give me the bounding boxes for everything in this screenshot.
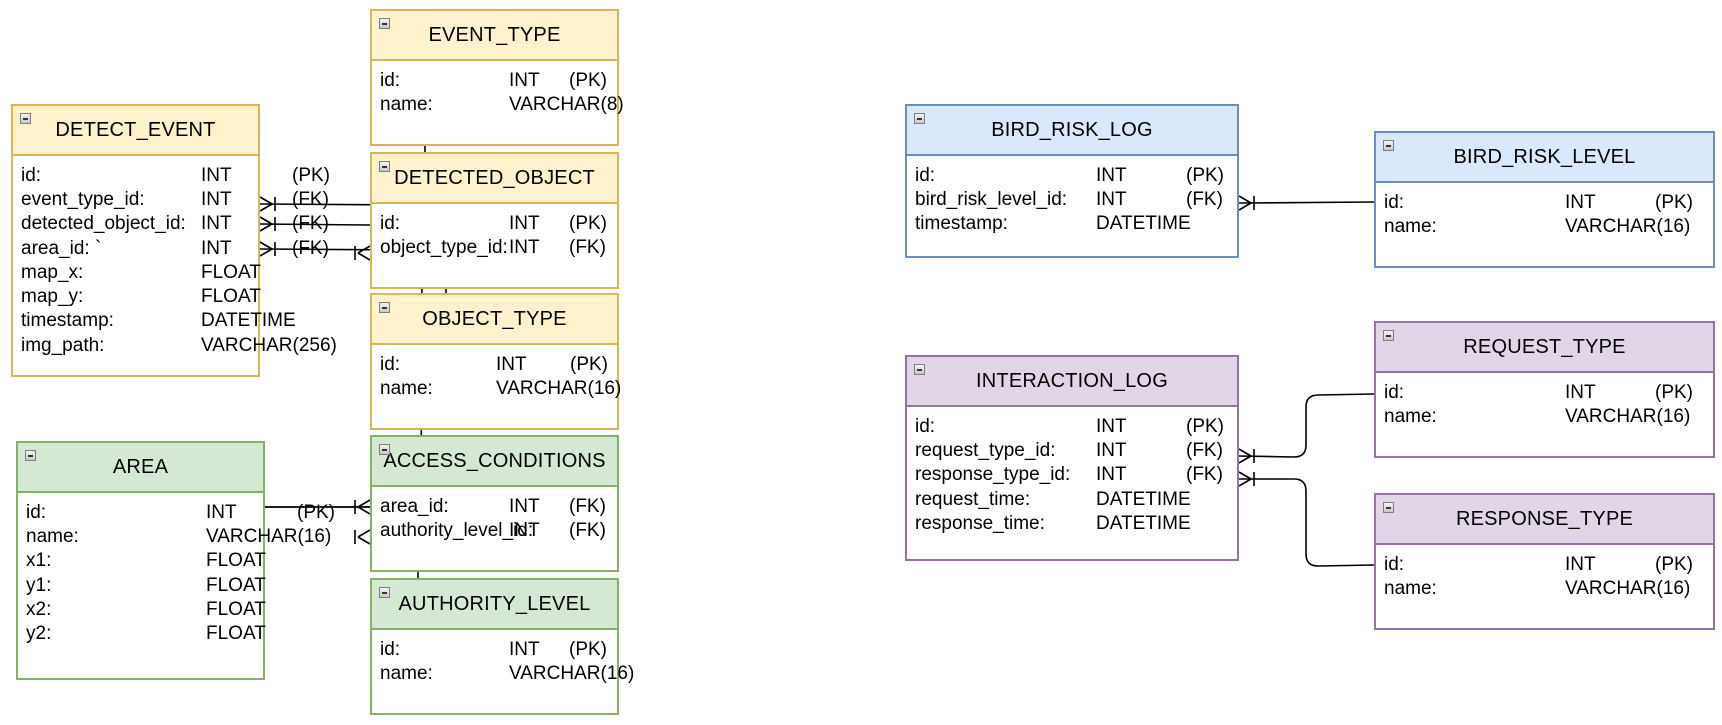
crowfoot-detected-object xyxy=(354,245,371,261)
field-row: map_y:FLOAT xyxy=(21,285,261,307)
collapse-icon[interactable] xyxy=(379,18,390,29)
field-row: name:VARCHAR(16) xyxy=(1384,578,1691,600)
entity-authority-level[interactable]: AUTHORITY_LEVEL id:INT(PK) name:VARCHAR(… xyxy=(370,578,635,715)
field-row: name:VARCHAR(16) xyxy=(1384,406,1691,428)
field-row: object_type_id:INT(FK) xyxy=(380,237,606,259)
crowfoot-interaction-response xyxy=(1238,471,1255,487)
crowfoot-bird-risk-log xyxy=(1238,195,1255,211)
crowfoot-detect-event-area xyxy=(259,241,276,257)
field-row: map_x:FLOAT xyxy=(21,261,261,283)
field-row: timestamp:DATETIME xyxy=(915,213,1191,235)
collapse-icon[interactable] xyxy=(20,113,31,124)
field-row: y1:FLOAT xyxy=(26,574,266,596)
edge-bird-risk-log-to-bird-risk-level xyxy=(1238,201,1375,204)
field-row: area_id:INT(FK) xyxy=(380,496,606,517)
field-row: x1:FLOAT xyxy=(26,550,266,572)
field-row: name:VARCHAR(16) xyxy=(380,663,635,685)
field-row: request_type_id:INT(FK) xyxy=(915,440,1223,462)
entity-title: ACCESS_CONDITIONS xyxy=(383,449,606,472)
entity-title: AREA xyxy=(112,455,169,478)
entity-title: AUTHORITY_LEVEL xyxy=(398,592,591,615)
field-row: id:INT(PK) xyxy=(1384,382,1693,403)
field-row: response_time:DATETIME xyxy=(915,512,1191,534)
field-row: response_type_id:INT(FK) xyxy=(915,464,1223,486)
entity-response-type[interactable]: RESPONSE_TYPE id:INT(PK) name:VARCHAR(16… xyxy=(1374,493,1715,630)
collapse-icon[interactable] xyxy=(379,587,390,598)
field-row: name:VARCHAR(16) xyxy=(1384,216,1691,238)
collapse-icon[interactable] xyxy=(379,161,390,172)
collapse-icon[interactable] xyxy=(1383,140,1394,151)
crowfoot-access-conditions-area xyxy=(354,499,371,515)
field-row: id:INT(PK) xyxy=(1384,554,1693,575)
field-row: name:VARCHAR(8) xyxy=(380,94,624,116)
field-row: id:INT(PK) xyxy=(380,70,607,91)
field-row: id:INT(PK) xyxy=(380,213,607,234)
entity-title: RESPONSE_TYPE xyxy=(1455,507,1634,530)
field-row: id:INT(PK) xyxy=(21,165,330,186)
field-row: id:INT(PK) xyxy=(1384,192,1693,213)
field-row: timestamp:DATETIME xyxy=(21,310,296,332)
entity-access-conditions[interactable]: ACCESS_CONDITIONS area_id:INT(FK) author… xyxy=(370,435,619,572)
field-row: y2:FLOAT xyxy=(26,622,266,644)
collapse-icon[interactable] xyxy=(25,450,36,461)
entity-event-type[interactable]: EVENT_TYPE id:INT(PK) name:VARCHAR(8) xyxy=(370,9,624,146)
field-row: id:INT(PK) xyxy=(915,165,1224,186)
field-row: id:INT(PK) xyxy=(380,354,608,375)
field-row: x2:FLOAT xyxy=(26,598,266,620)
entity-detect-event[interactable]: DETECT_EVENT id:INT(PK) event_type_id:IN… xyxy=(11,104,337,377)
edge-interaction-log-to-request-type xyxy=(1238,393,1375,458)
field-row: id:INT(PK) xyxy=(380,639,607,660)
entity-title: OBJECT_TYPE xyxy=(422,307,567,330)
field-row: id:INT(PK) xyxy=(26,502,335,523)
field-row: authority_level_id:INT(FK) xyxy=(380,520,606,542)
field-row: name:VARCHAR(16) xyxy=(380,378,622,400)
entity-title: INTERACTION_LOG xyxy=(976,369,1168,392)
entity-title: BIRD_RISK_LEVEL xyxy=(1453,145,1636,168)
field-row: bird_risk_level_id:INT(FK) xyxy=(915,189,1223,211)
entity-bird-risk-level[interactable]: BIRD_RISK_LEVEL id:INT(PK) name:VARCHAR(… xyxy=(1374,131,1715,268)
entity-bird-risk-log[interactable]: BIRD_RISK_LOG id:INT(PK) bird_risk_level… xyxy=(905,104,1239,258)
entity-interaction-log[interactable]: INTERACTION_LOG id:INT(PK) request_type_… xyxy=(905,355,1239,561)
entity-title: EVENT_TYPE xyxy=(428,23,561,46)
crowfoot-access-conditions-authority xyxy=(354,529,371,545)
collapse-icon[interactable] xyxy=(914,113,925,124)
field-row: img_path:VARCHAR(256) xyxy=(21,335,337,357)
entity-title: DETECTED_OBJECT xyxy=(394,166,595,189)
crowfoot-detect-event-event-type xyxy=(259,196,276,212)
field-row: detected_object_id:INT(FK) xyxy=(21,213,329,235)
field-row: id:INT(PK) xyxy=(915,416,1224,437)
entity-title: DETECT_EVENT xyxy=(55,118,216,141)
collapse-icon[interactable] xyxy=(914,364,925,375)
collapse-icon[interactable] xyxy=(1383,502,1394,513)
edge-interaction-log-to-response-type xyxy=(1239,478,1375,567)
field-row: area_id: `INT(FK) xyxy=(21,237,329,259)
entity-request-type[interactable]: REQUEST_TYPE id:INT(PK) name:VARCHAR(16) xyxy=(1374,321,1715,458)
collapse-icon[interactable] xyxy=(379,444,390,455)
collapse-icon[interactable] xyxy=(379,302,390,313)
entity-object-type[interactable]: OBJECT_TYPE id:INT(PK) name:VARCHAR(16) xyxy=(370,293,622,430)
collapse-icon[interactable] xyxy=(1383,330,1394,341)
field-row: request_time:DATETIME xyxy=(915,488,1191,510)
entity-title: REQUEST_TYPE xyxy=(1463,335,1626,358)
field-row: event_type_id:INT(FK) xyxy=(21,189,329,211)
field-row: name:VARCHAR(16) xyxy=(26,526,332,548)
entity-detected-object[interactable]: DETECTED_OBJECT id:INT(PK) object_type_i… xyxy=(370,152,619,289)
crowfoot-detect-event-detected-object xyxy=(259,216,276,232)
entity-title: BIRD_RISK_LOG xyxy=(991,118,1153,141)
entity-area[interactable]: AREA id:INT(PK) name:VARCHAR(16) x1:FLOA… xyxy=(16,441,335,680)
crowfoot-interaction-request xyxy=(1238,448,1255,464)
